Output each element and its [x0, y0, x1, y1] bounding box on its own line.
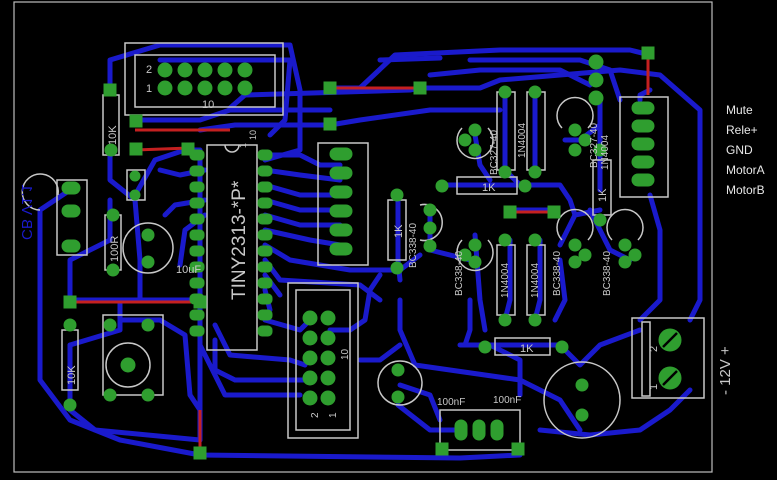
q-bc327-2-label: BC327-40	[589, 123, 600, 168]
q-bc338-3-label: BC338-40	[552, 251, 563, 296]
d-1n4004-2-label: 1N4004	[600, 135, 611, 170]
r-1k-right-label: 1K	[597, 188, 609, 202]
header-pin2-label: 2	[146, 64, 152, 76]
d-1n4004-4-label: 1N4004	[530, 263, 541, 298]
label-gnd: GND	[726, 143, 753, 157]
label-motor-a: MotorA	[726, 163, 765, 177]
silk-text: TINY2313-*P* 10 2 1 10 10K 10K 100R 10uF…	[66, 64, 734, 418]
header-10-label: 10	[202, 99, 214, 111]
cap-100nf-1-label: 100nF	[437, 397, 465, 408]
r-1k-low-label: 1K	[520, 343, 534, 355]
term-1-label: 1	[648, 384, 660, 390]
r-1k-mid-label: 1K	[482, 182, 496, 194]
pads	[61, 46, 682, 460]
header2-10-label: 10	[340, 348, 351, 360]
jumper-wires	[70, 55, 650, 455]
mcu-label: TINY2313-*P*	[229, 180, 250, 300]
d-1n4004-3-label: 1N4004	[500, 263, 511, 298]
power-label: - 12V +	[717, 346, 734, 395]
header-pin1-label: 1	[146, 83, 152, 95]
header2-2-label: 2	[310, 412, 321, 418]
d-1n4004-1-label: 1N4004	[517, 123, 528, 158]
mirror-label: CB V1.1	[18, 184, 35, 240]
board-outline	[13, 1, 713, 473]
header2-1-label: 1	[328, 412, 339, 418]
r-100r-label: 100R	[109, 236, 121, 262]
label-mute: Mute	[726, 103, 753, 117]
ic-pin1-label: 1	[238, 143, 248, 148]
label-rele-plus: Rele+	[726, 123, 758, 137]
ic-pin10-label: 10	[248, 130, 258, 140]
q-bc338-4-label: BC338-40	[602, 251, 613, 296]
r-1k-left-label: 1K	[393, 224, 405, 238]
q-bc338-2-label: BC338-40	[454, 251, 465, 296]
cap-100nf-2-label: 100nF	[493, 395, 521, 406]
q-bc327-1-label: BC327-40	[489, 130, 500, 175]
r-10k-b-label: 10K	[66, 365, 78, 385]
term-2-label: 2	[648, 346, 660, 352]
r-10k-a-label: 10K	[107, 125, 119, 145]
label-motor-b: MotorB	[726, 183, 765, 197]
cap-10uf-label: 10uF	[176, 264, 201, 276]
connector-labels: Mute Rele+ GND MotorA MotorB	[726, 100, 776, 200]
q-bc338-1-label: BC338-40	[408, 223, 419, 268]
